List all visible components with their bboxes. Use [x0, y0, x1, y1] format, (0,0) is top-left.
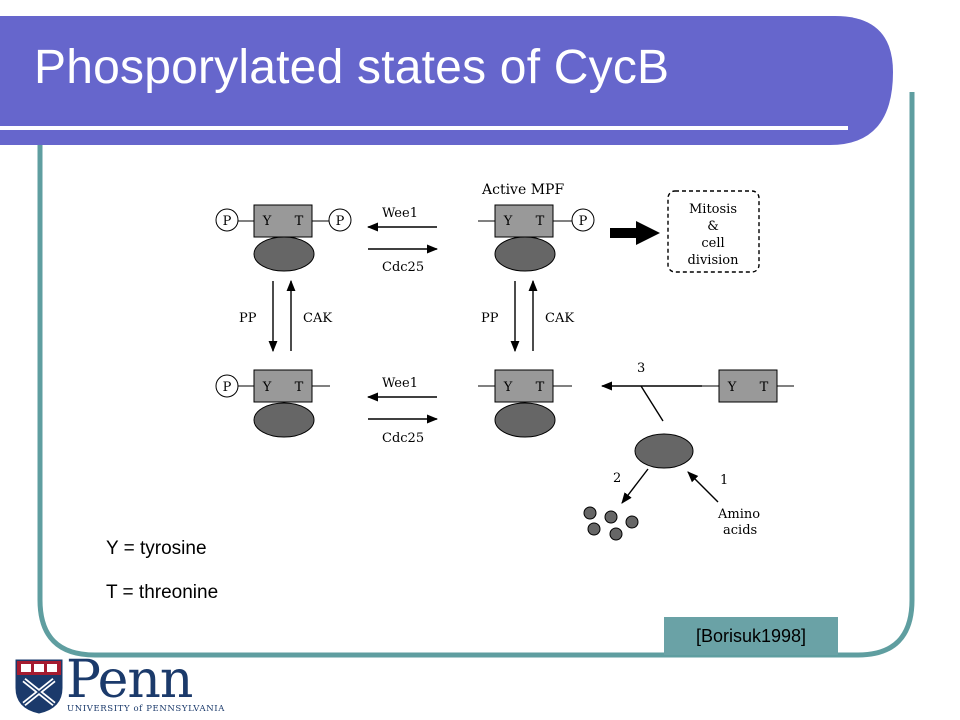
p-left: P [223, 214, 232, 229]
pp-label: PP [481, 311, 499, 326]
right-vertical-arrows: PP CAK [481, 279, 574, 353]
top-left-complex: P Y T P [215, 204, 352, 272]
binding-step: 3 [600, 361, 702, 422]
y-site: Y [262, 380, 272, 395]
penn-wordmark: Penn [66, 650, 193, 710]
p-right: P [336, 214, 345, 229]
top-right-complex: Y T P [478, 204, 595, 272]
citation-text: [Borisuk1998] [695, 625, 807, 646]
citation-badge: [Borisuk1998] [664, 617, 838, 655]
free-cdk-complex: Y T [702, 369, 794, 403]
t-site: T [295, 380, 304, 395]
p-left: P [223, 380, 232, 395]
step-2-label: 2 [613, 471, 621, 486]
amp-line: & [707, 219, 719, 234]
bottom-horizontal-arrows: Wee1 Cdc25 [366, 376, 439, 446]
cak-label: CAK [545, 311, 574, 326]
cell-line: cell [701, 236, 724, 251]
pp-label: PP [239, 311, 257, 326]
active-mpf-label: Active MPF [481, 182, 564, 198]
wee1-label: Wee1 [382, 376, 418, 391]
mitosis-line: Mitosis [689, 202, 737, 217]
amino-label: Amino [717, 507, 760, 522]
p-right: P [579, 214, 588, 229]
division-line: division [687, 253, 739, 268]
y-site: Y [503, 380, 513, 395]
bottom-left-complex: P Y T [215, 369, 330, 438]
left-vertical-arrows: PP CAK [239, 279, 332, 353]
t-site: T [536, 214, 545, 229]
free-cyclin [634, 433, 694, 469]
step-3-label: 3 [637, 361, 645, 376]
synthesis-step: 1 Amino acids [687, 471, 760, 538]
t-site: T [295, 214, 304, 229]
legend-threonine: T = threonine [106, 582, 219, 603]
t-site: T [536, 380, 545, 395]
y-site: Y [503, 214, 513, 229]
slide-title: Phosporylated states of CycB [34, 41, 670, 94]
step-1-label: 1 [720, 473, 728, 488]
y-site: Y [727, 380, 737, 395]
t-site: T [760, 380, 769, 395]
legend-tyrosine: Y = tyrosine [106, 538, 207, 559]
mitosis-arrow [610, 221, 660, 245]
wee1-label: Wee1 [382, 206, 418, 221]
cdc25-label: Cdc25 [382, 431, 424, 446]
top-horizontal-arrows: Wee1 Cdc25 [366, 206, 439, 275]
bottom-right-complex: Y T [478, 369, 572, 438]
mitosis-box: Mitosis & cell division [667, 190, 760, 273]
y-site: Y [262, 214, 272, 229]
penn-shield-logo [15, 659, 63, 714]
acids-label: acids [723, 523, 757, 538]
cak-label: CAK [303, 311, 332, 326]
penn-subtitle: UNIVERSITY of PENNSYLVANIA [67, 704, 225, 714]
cdc25-label: Cdc25 [382, 260, 424, 275]
degradation-step: 2 [583, 468, 649, 541]
